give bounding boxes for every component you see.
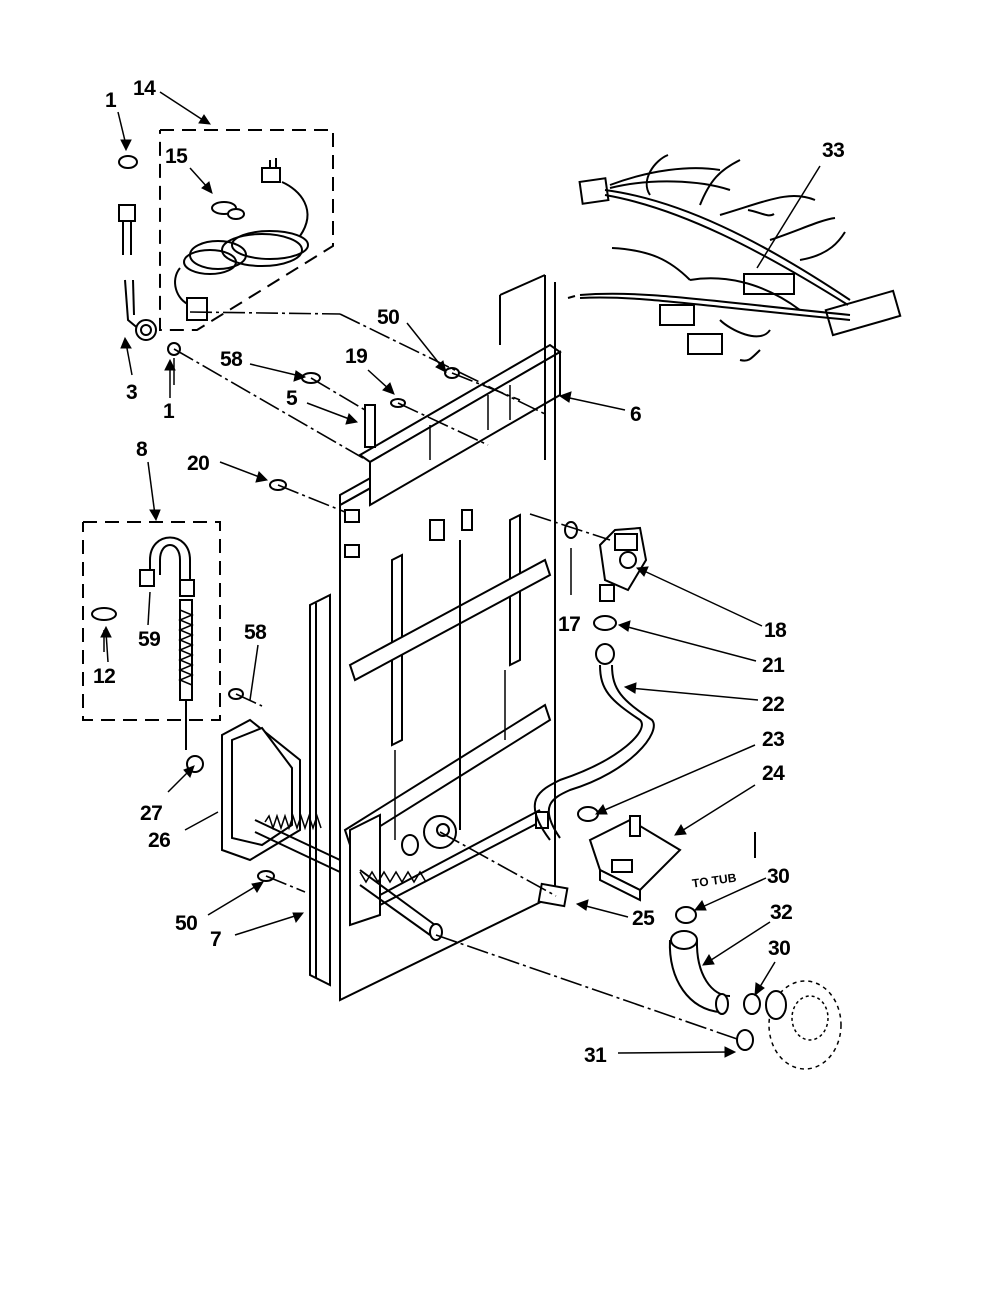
callout-23: 23 (762, 728, 784, 751)
callout-17: 17 (558, 613, 580, 636)
callout-50a: 50 (377, 306, 399, 329)
inlet-fittings (118, 155, 181, 385)
part-25-clip (537, 882, 569, 908)
callout-arrows (100, 91, 776, 1058)
callout-50b: 50 (175, 912, 197, 935)
callout-12: 12 (93, 665, 115, 688)
pump-bracket (588, 815, 682, 902)
callout-15: 15 (165, 145, 188, 168)
callout-6: 6 (630, 403, 641, 426)
power-cord-group (159, 129, 334, 331)
callout-14: 14 (133, 77, 156, 100)
callout-20: 20 (187, 452, 209, 475)
callout-18: 18 (764, 619, 787, 642)
spring-assembly (221, 718, 549, 941)
callout-1a: 1 (105, 89, 117, 112)
callout-26: 26 (148, 829, 170, 852)
callout-19: 19 (345, 345, 367, 368)
callout-32: 32 (770, 901, 792, 924)
wire-harness (567, 154, 902, 362)
callout-33: 33 (822, 139, 844, 162)
callout-7: 7 (210, 928, 221, 951)
callout-22: 22 (762, 693, 784, 716)
to-tub-label: TO TUB (691, 870, 737, 890)
callout-labels: 1 14 15 3 1 50 58 19 5 6 33 8 20 59 12 5… (93, 77, 845, 1067)
callout-3: 3 (126, 381, 137, 404)
side-rail (309, 593, 331, 987)
callout-30a: 30 (767, 865, 789, 888)
callout-31: 31 (584, 1044, 607, 1067)
callout-8: 8 (136, 438, 148, 461)
callout-59: 59 (138, 628, 160, 651)
callout-5: 5 (286, 387, 298, 410)
callout-58b: 58 (244, 621, 267, 644)
back-panel (339, 274, 562, 1002)
callout-24: 24 (762, 762, 785, 785)
spring-kit-group (82, 521, 221, 773)
water-valve-assembly (533, 521, 655, 841)
drain-hose-assembly (668, 832, 842, 1070)
callout-21: 21 (762, 654, 785, 677)
callout-25: 25 (632, 907, 655, 930)
leader-lines (173, 311, 741, 1041)
callout-30b: 30 (768, 937, 790, 960)
callout-27: 27 (140, 802, 162, 825)
callout-58a: 58 (220, 348, 243, 371)
callout-1b: 1 (163, 400, 175, 423)
